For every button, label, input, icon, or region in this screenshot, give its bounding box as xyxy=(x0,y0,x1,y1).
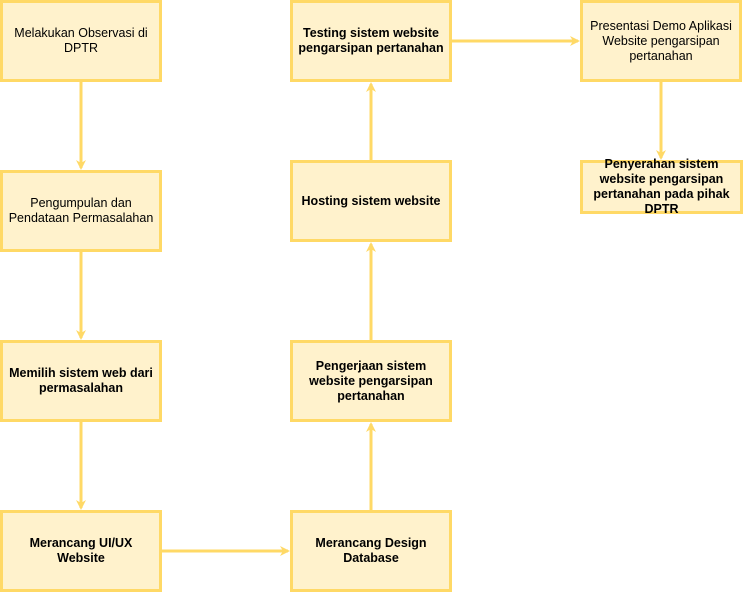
node-label: Presentasi Demo Aplikasi Website pengars… xyxy=(590,18,732,63)
node-merancang-uiux: Merancang UI/UX Website xyxy=(0,510,162,592)
node-label: Testing sistem website pengarsipan perta… xyxy=(298,26,444,55)
node-testing: Testing sistem website pengarsipan perta… xyxy=(290,0,452,82)
node-hosting: Hosting sistem website xyxy=(290,160,452,242)
node-label: Pengumpulan dan Pendataan Permasalahan xyxy=(8,196,154,225)
node-pengerjaan: Pengerjaan sistem website pengarsipan pe… xyxy=(290,340,452,422)
node-label: Pengerjaan sistem website pengarsipan pe… xyxy=(309,358,433,403)
node-merancang-database: Merancang Design Database xyxy=(290,510,452,592)
node-observasi: Melakukan Observasi di DPTR xyxy=(0,0,162,82)
node-pengumpulan: Pengumpulan dan Pendataan Permasalahan xyxy=(0,170,162,252)
node-presentasi: Presentasi Demo Aplikasi Website pengars… xyxy=(580,0,742,82)
node-label: Melakukan Observasi di DPTR xyxy=(14,26,148,55)
node-label: Penyerahan sistem website pengarsipan pe… xyxy=(593,157,730,216)
node-label: Memilih sistem web dari permasalahan xyxy=(9,366,153,395)
node-label: Merancang UI/UX Website xyxy=(29,536,133,565)
node-memilih-sistem: Memilih sistem web dari permasalahan xyxy=(0,340,162,422)
node-label: Hosting sistem website xyxy=(301,193,441,208)
node-label: Merancang Design Database xyxy=(315,536,427,565)
node-penyerahan: Penyerahan sistem website pengarsipan pe… xyxy=(580,157,743,216)
